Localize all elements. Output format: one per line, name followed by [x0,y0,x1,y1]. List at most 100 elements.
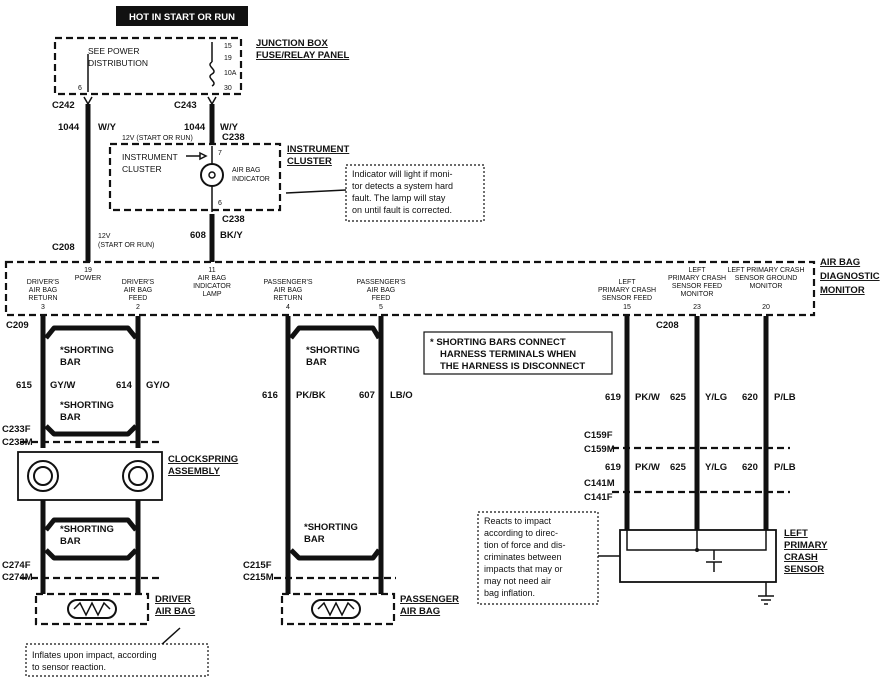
left-primary-crash-sensor: LEFT PRIMARY CRASH SENSOR [619,528,828,605]
svg-text:AIR BAG: AIR BAG [29,287,57,294]
svg-text:INDICATOR: INDICATOR [232,176,270,183]
connector-c208-left: C208 [52,242,75,253]
monitor-pin-4: PASSENGER'S AIR BAG RETURN 4 [263,279,312,311]
svg-text:DRIVER'S: DRIVER'S [27,279,60,286]
crash-sensor-title: LEFT [784,528,808,539]
svg-text:620: 620 [742,462,758,473]
svg-text:5: 5 [379,304,383,311]
svg-text:23: 23 [693,304,701,311]
svg-text:*SHORTING: *SHORTING [304,522,358,533]
svg-text:LEFT PRIMARY CRASH: LEFT PRIMARY CRASH [727,267,804,274]
svg-text:LB/O: LB/O [390,390,413,401]
svg-text:W/Y: W/Y [98,122,117,133]
svg-text:SENSOR GROUND: SENSOR GROUND [735,275,798,282]
svg-text:BK/Y: BK/Y [220,230,243,241]
wire-608: 608 [190,230,206,241]
svg-text:*SHORTING: *SHORTING [60,400,114,411]
sensor-note: Reacts to impact according to direc- tio… [477,511,620,605]
air-bag-diagnostic-monitor: AIR BAG DIAGNOSTIC MONITOR DRIVER'S AIR … [4,257,880,317]
svg-text:(START OR RUN): (START OR RUN) [98,242,154,249]
svg-text:AIR BAG: AIR BAG [232,167,260,174]
svg-text:*SHORTING: *SHORTING [306,345,360,356]
svg-text:may not need air: may not need air [484,576,551,586]
monitor-title: AIR BAG [820,257,860,268]
svg-text:30: 30 [224,85,232,92]
junction-box-title: JUNCTION BOX [256,38,328,49]
svg-text:DIAGNOSTIC: DIAGNOSTIC [820,271,880,282]
svg-text:11: 11 [208,267,215,274]
svg-text:GY/W: GY/W [50,380,75,391]
svg-text:PK/W: PK/W [635,462,660,473]
svg-text:criminates between: criminates between [484,552,562,562]
svg-text:MONITOR: MONITOR [750,283,783,290]
monitor-pin-23: LEFT PRIMARY CRASH SENSOR FEED MONITOR 2… [668,267,726,311]
connector-c238-bottom: C238 [222,214,245,225]
svg-text:PK/BK: PK/BK [296,390,326,401]
svg-text:HARNESS TERMINALS WHEN: HARNESS TERMINALS WHEN [440,349,576,360]
wire-619: 619 [605,392,621,403]
shorting-bar-2 [44,424,138,437]
svg-text:FUSE/RELAY PANEL: FUSE/RELAY PANEL [256,50,349,61]
shorting-bars-note: * SHORTING BARS CONNECT HARNESS TERMINAL… [423,331,613,375]
driver-air-bag: DRIVER AIR BAG [34,592,195,626]
instrument-cluster: INSTRUMENT CLUSTER 7 6 AIR BAG INDICATOR… [108,142,349,212]
connector-c141f: C141F [584,492,613,503]
svg-text:19: 19 [224,55,232,62]
svg-text:AIR BAG: AIR BAG [155,606,195,617]
wire-614: 614 [116,380,133,391]
wire-620: 620 [742,392,758,403]
connector-c141m: C141M [584,478,615,489]
wire-615: 615 [16,380,33,391]
svg-text:AIR BAG: AIR BAG [124,287,152,294]
svg-text:PRIMARY: PRIMARY [784,540,828,551]
svg-text:2: 2 [136,304,140,311]
monitor-pin-2: DRIVER'S AIR BAG FEED 2 [122,279,155,311]
svg-text:15: 15 [623,304,631,311]
svg-text:impacts that may or: impacts that may or [484,564,563,574]
connector-c233m: C233M [2,437,33,448]
clockspring-title: CLOCKSPRING [168,454,238,465]
svg-text:MONITOR: MONITOR [681,291,714,298]
monitor-pin-20: LEFT PRIMARY CRASH SENSOR GROUND MONITOR… [727,267,804,311]
junction-box: SEE POWER DISTRIBUTION 15 19 10A 6 30 JU… [53,36,349,96]
svg-text:BAR: BAR [60,412,81,423]
svg-text:AIR BAG: AIR BAG [198,275,226,282]
connector-c208-right: C208 [656,320,679,331]
connector-c274f: C274F [2,560,31,571]
svg-text:PRIMARY CRASH: PRIMARY CRASH [668,275,726,282]
svg-text:HOT IN START OR RUN: HOT IN START OR RUN [129,12,235,23]
svg-text:MONITOR: MONITOR [820,285,865,296]
connector-c243: C243 [174,100,197,111]
svg-text:625: 625 [670,462,687,473]
clockspring-assembly: CLOCKSPRING ASSEMBLY [17,451,238,501]
svg-text:to sensor reaction.: to sensor reaction. [32,662,106,672]
svg-text:Indicator will light if moni-: Indicator will light if moni- [352,169,453,179]
svg-text:12V (START OR RUN): 12V (START OR RUN) [122,135,193,142]
connector-c159f: C159F [584,430,613,441]
svg-text:tion of force and dis-: tion of force and dis- [484,540,566,550]
svg-text:bag inflation.: bag inflation. [484,588,535,598]
svg-text:Y/LG: Y/LG [705,392,727,403]
svg-text:15: 15 [224,43,232,50]
svg-text:Inflates upon impact, accordin: Inflates upon impact, according [32,650,157,660]
svg-text:GY/O: GY/O [146,380,170,391]
svg-text:SENSOR: SENSOR [784,564,824,575]
svg-text:12V: 12V [98,233,111,240]
svg-text:AIR BAG: AIR BAG [274,287,302,294]
connector-c238-top: C238 [222,132,245,143]
connector-c209: C209 [6,320,29,331]
svg-text:BAR: BAR [60,357,81,368]
svg-text:THE HARNESS IS DISCONNECT: THE HARNESS IS DISCONNECT [440,361,585,372]
svg-text:tor detects a system hard: tor detects a system hard [352,181,453,191]
connector-c233f: C233F [2,424,31,435]
svg-text:RETURN: RETURN [28,295,57,302]
svg-text:SENSOR FEED: SENSOR FEED [672,283,722,290]
svg-text:DISTRIBUTION: DISTRIBUTION [88,58,148,68]
svg-text:LEFT: LEFT [688,267,706,274]
svg-text:FEED: FEED [372,295,391,302]
svg-text:INDICATOR: INDICATOR [193,283,231,290]
svg-text:SENSOR FEED: SENSOR FEED [602,295,652,302]
svg-text:BAR: BAR [60,536,81,547]
wire-607: 607 [359,390,375,401]
